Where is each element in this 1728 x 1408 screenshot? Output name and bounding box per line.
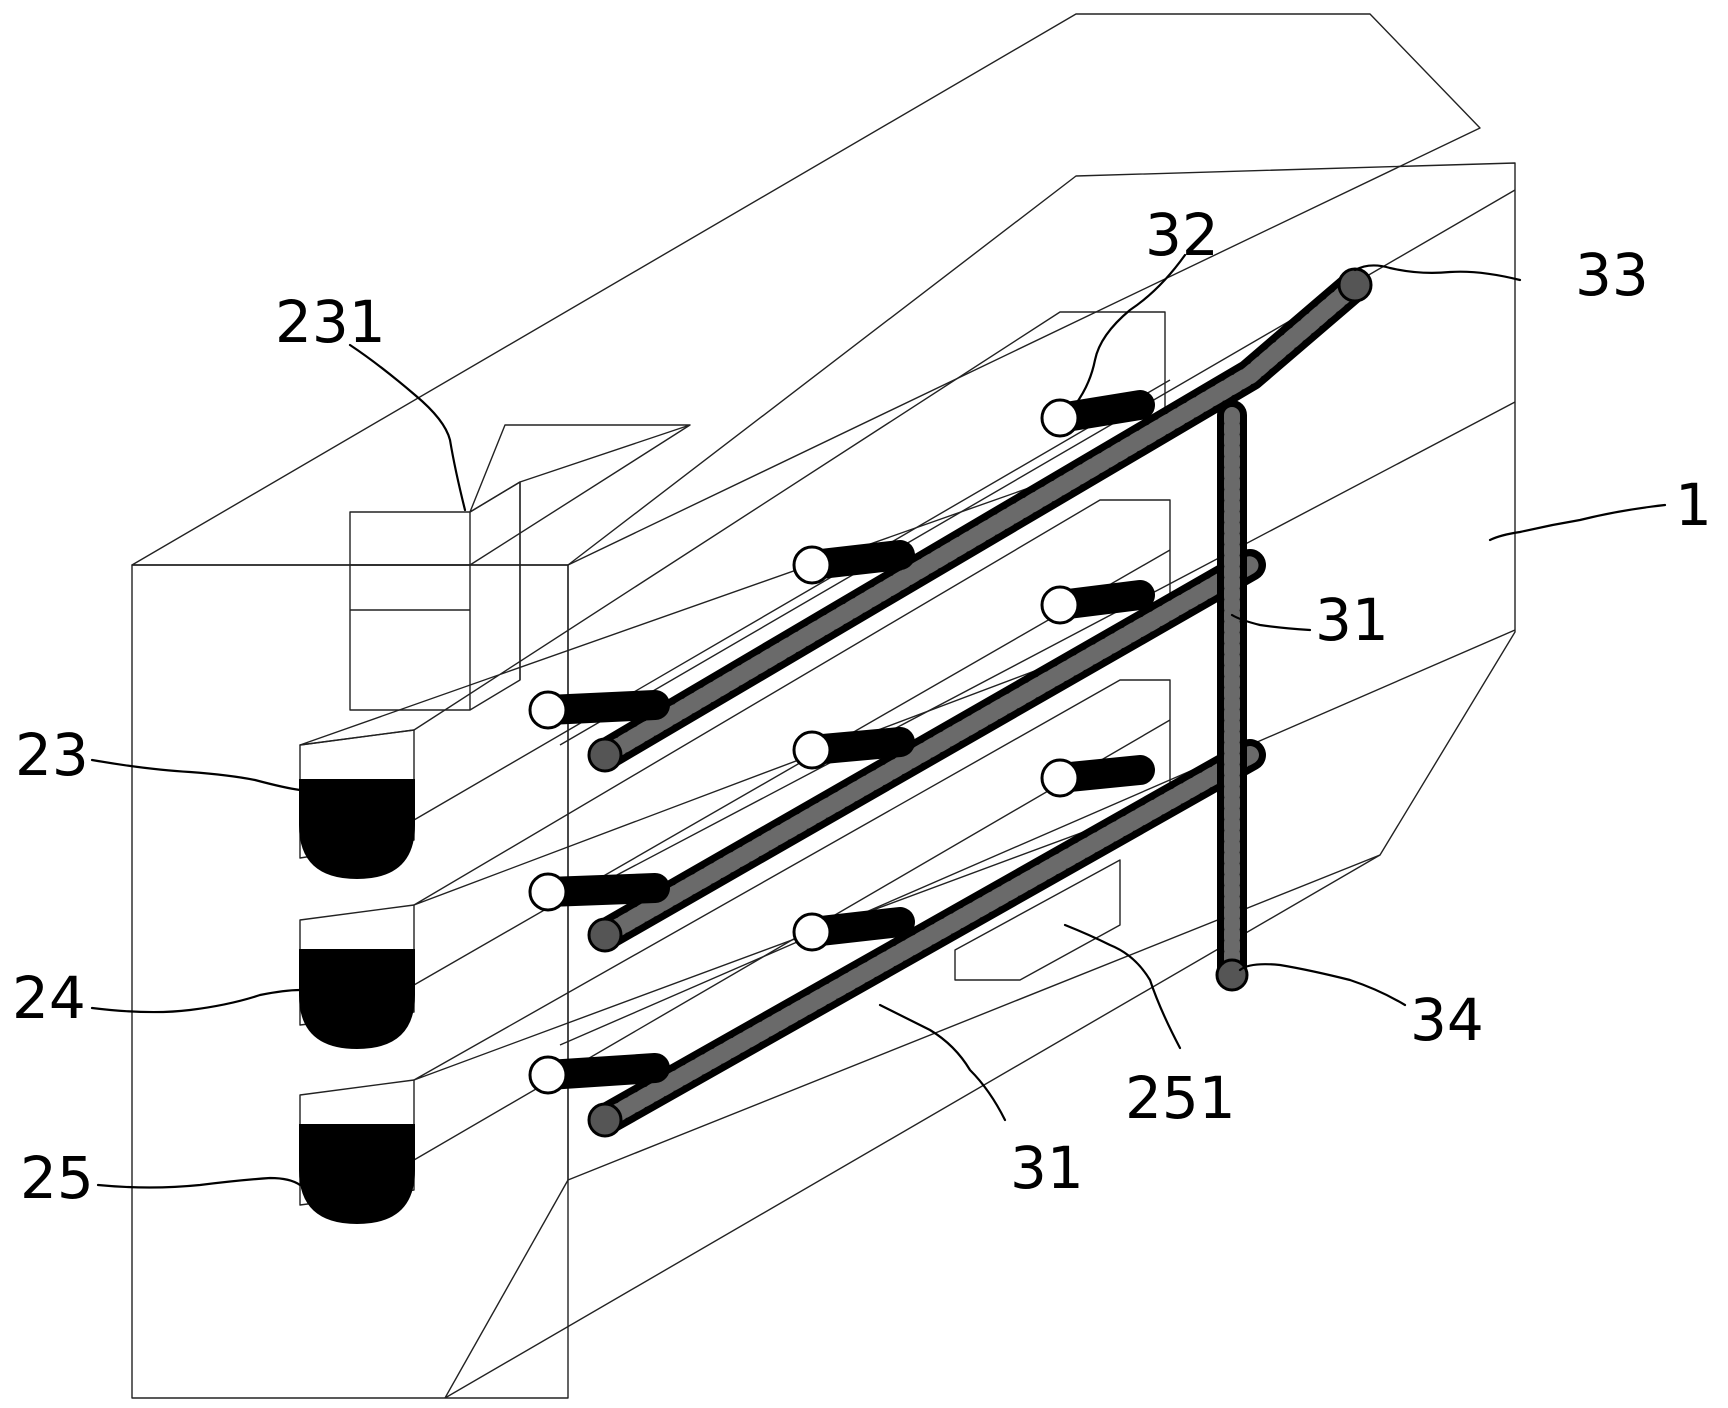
label-33: 33 (1575, 241, 1649, 309)
pipe-31-upper (589, 269, 1371, 771)
rail-25 (299, 679, 1171, 1225)
cup-23 (299, 779, 415, 880)
pipe-31-lower (589, 739, 1266, 1136)
reference-labels: 231 32 33 1 31 23 24 25 34 251 31 (12, 201, 1712, 1212)
label-25: 25 (20, 1144, 94, 1212)
label-251: 251 (1125, 1064, 1236, 1132)
rail-23 (299, 311, 1166, 880)
label-31-lower: 31 (1010, 1134, 1084, 1202)
cup-24 (299, 949, 415, 1050)
block-251 (954, 859, 1121, 981)
label-34: 34 (1410, 986, 1484, 1054)
label-31-upper: 31 (1315, 586, 1389, 654)
hopper-231 (469, 424, 691, 680)
label-32: 32 (1145, 201, 1219, 269)
label-231: 231 (275, 288, 386, 356)
label-23: 23 (15, 721, 89, 789)
leader-lines (90, 253, 1667, 1189)
label-24: 24 (12, 964, 86, 1032)
pipe-network (528, 267, 1373, 1138)
label-1: 1 (1675, 471, 1712, 539)
rail-24 (299, 499, 1171, 1050)
nozzle-stubs (528, 390, 1155, 1095)
pipe-31-middle (589, 549, 1266, 951)
cup-25 (299, 1124, 415, 1225)
